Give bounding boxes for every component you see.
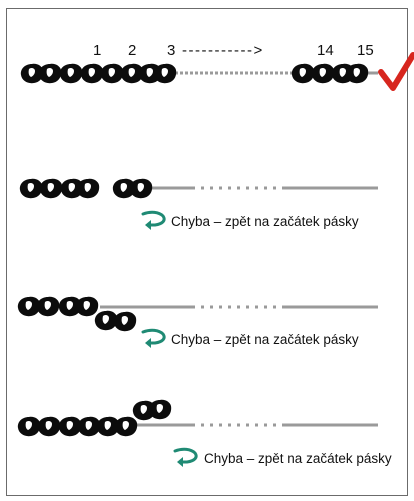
diagram-frame	[6, 8, 408, 496]
number-1: 1	[93, 42, 101, 59]
bead-group	[17, 399, 172, 437]
return-arrow-icon	[141, 210, 166, 232]
bead-group	[19, 178, 153, 199]
bead-group	[17, 296, 137, 332]
return-arrow-icon	[141, 328, 166, 350]
number-3: 3	[167, 42, 175, 59]
row-2-error: Chyba – zpět na začátek pásky	[19, 178, 378, 232]
number-2: 2	[128, 42, 136, 59]
red-check-icon	[378, 52, 414, 91]
row-3-error: Chyba – zpět na začátek pásky	[17, 296, 378, 350]
number-arrow: ----------->	[182, 42, 264, 59]
number-15: 15	[357, 42, 374, 59]
bead-group-end	[291, 63, 369, 84]
row-1-correct: 1 2 3 -----------> 14 15	[20, 42, 414, 91]
error-message: Chyba – zpět na začátek pásky	[171, 332, 359, 347]
error-message: Chyba – zpět na začátek pásky	[204, 451, 392, 466]
row-4-error: Chyba – zpět na začátek pásky	[17, 399, 392, 469]
error-message: Chyba – zpět na začátek pásky	[171, 214, 359, 229]
return-arrow-icon	[173, 447, 198, 469]
bead-group-start	[20, 63, 177, 84]
number-14: 14	[317, 42, 334, 59]
